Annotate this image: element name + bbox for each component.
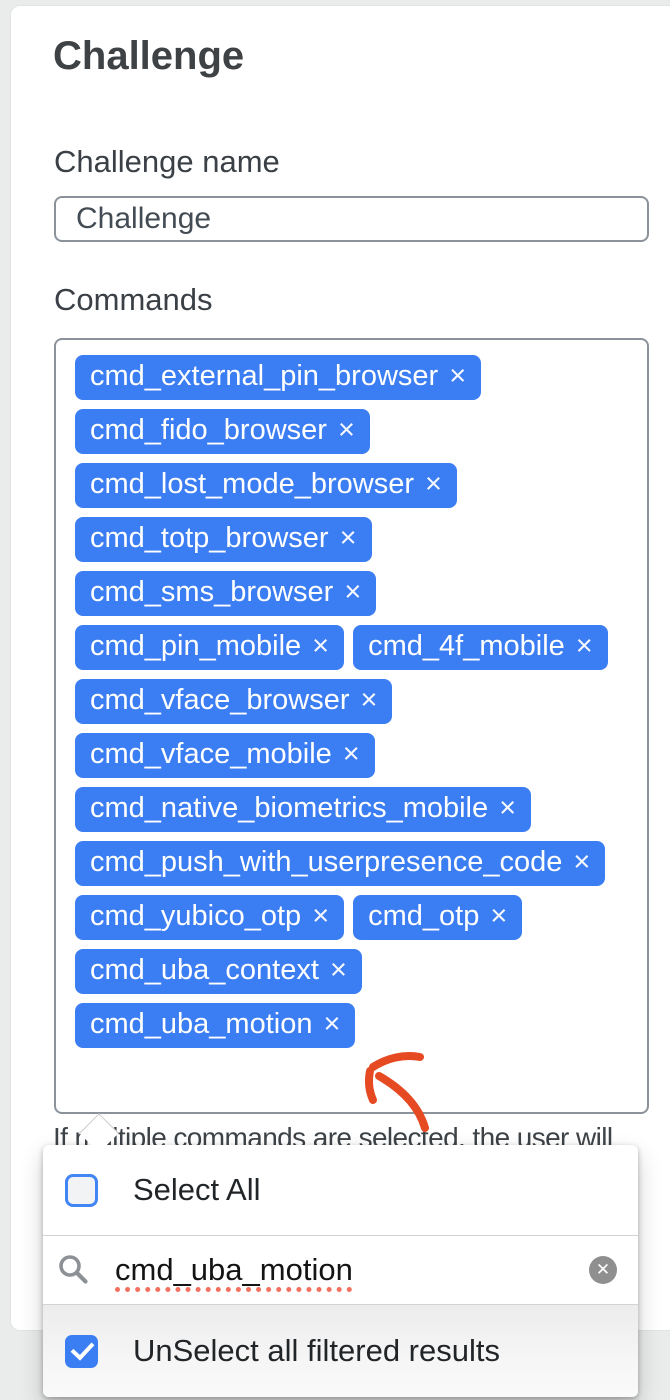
divider	[43, 1235, 638, 1236]
remove-icon[interactable]: ×	[329, 954, 347, 986]
remove-icon[interactable]: ×	[312, 630, 330, 662]
commands-multiselect[interactable]: cmd_external_pin_browser×cmd_fido_browse…	[54, 338, 649, 1114]
divider	[43, 1304, 638, 1305]
remove-icon[interactable]: ×	[449, 360, 467, 392]
command-chip-label: cmd_uba_motion	[90, 1008, 313, 1040]
command-chip[interactable]: cmd_totp_browser ×	[75, 517, 372, 562]
command-search-field[interactable]: cmd_uba_motion ✕	[43, 1236, 638, 1304]
remove-icon[interactable]: ×	[342, 738, 360, 770]
command-chip[interactable]: cmd_vface_mobile ×	[75, 733, 375, 778]
command-chip[interactable]: cmd_vface_browser ×	[75, 679, 393, 724]
commands-dropdown-panel: Select All cmd_uba_motion ✕ UnSelect all…	[43, 1145, 638, 1397]
command-chip-label: cmd_uba_context	[90, 954, 319, 986]
command-chip[interactable]: cmd_sms_browser ×	[75, 571, 377, 616]
remove-icon[interactable]: ×	[323, 1008, 341, 1040]
select-all-label: Select All	[133, 1172, 261, 1207]
remove-icon[interactable]: ×	[312, 900, 330, 932]
annotation-arrow-icon	[365, 1052, 429, 1132]
remove-icon[interactable]: ×	[490, 900, 508, 932]
command-chip[interactable]: cmd_uba_motion ×	[75, 1003, 356, 1048]
command-chip-label: cmd_totp_browser	[90, 522, 329, 554]
command-chip[interactable]: cmd_fido_browser ×	[75, 409, 370, 454]
remove-icon[interactable]: ×	[344, 576, 362, 608]
command-chip-label: cmd_sms_browser	[90, 576, 334, 608]
command-chip-label: cmd_push_with_userpresence_code	[90, 846, 563, 878]
remove-icon[interactable]: ×	[337, 414, 355, 446]
select-all-option[interactable]: Select All	[43, 1145, 638, 1235]
remove-icon[interactable]: ×	[360, 684, 378, 716]
remove-icon[interactable]: ×	[499, 792, 517, 824]
command-chip[interactable]: cmd_external_pin_browser ×	[75, 355, 482, 400]
page-title: Challenge	[53, 34, 245, 78]
command-chip[interactable]: cmd_uba_context ×	[75, 949, 362, 994]
command-chip[interactable]: cmd_yubico_otp ×	[75, 895, 345, 940]
remove-icon[interactable]: ×	[575, 630, 593, 662]
command-chip-label: cmd_4f_mobile	[368, 630, 565, 662]
command-chip-label: cmd_external_pin_browser	[90, 360, 439, 392]
command-chip-label: cmd_native_biometrics_mobile	[90, 792, 489, 824]
challenge-form-card: Challenge Challenge name Commands cmd_ex…	[10, 5, 670, 1331]
search-input[interactable]: cmd_uba_motion	[115, 1252, 353, 1287]
command-chip[interactable]: cmd_pin_mobile ×	[75, 625, 345, 670]
command-chip[interactable]: cmd_lost_mode_browser ×	[75, 463, 457, 508]
command-chip-label: cmd_otp	[368, 900, 480, 932]
remove-icon[interactable]: ×	[424, 468, 442, 500]
command-chip-label: cmd_yubico_otp	[90, 900, 302, 932]
command-chip-label: cmd_lost_mode_browser	[90, 468, 414, 500]
search-icon	[59, 1255, 88, 1284]
clear-search-icon[interactable]: ✕	[589, 1256, 617, 1284]
challenge-name-input[interactable]	[54, 196, 649, 242]
unselect-filtered-label: UnSelect all filtered results	[133, 1333, 500, 1368]
commands-label: Commands	[54, 282, 213, 317]
command-chip[interactable]: cmd_push_with_userpresence_code ×	[75, 841, 606, 886]
select-all-checkbox[interactable]	[65, 1173, 98, 1207]
command-chip-label: cmd_pin_mobile	[90, 630, 302, 662]
command-chip-label: cmd_vface_browser	[90, 684, 350, 716]
challenge-name-label: Challenge name	[54, 144, 280, 179]
remove-icon[interactable]: ×	[339, 522, 357, 554]
remove-icon[interactable]: ×	[573, 846, 591, 878]
command-chip[interactable]: cmd_otp ×	[353, 895, 523, 940]
command-chip-label: cmd_fido_browser	[90, 414, 327, 446]
command-chip[interactable]: cmd_native_biometrics_mobile ×	[75, 787, 532, 832]
command-chip-label: cmd_vface_mobile	[90, 738, 332, 770]
unselect-filtered-option[interactable]: UnSelect all filtered results	[43, 1305, 638, 1397]
unselect-filtered-checkbox[interactable]	[65, 1334, 98, 1368]
command-chip[interactable]: cmd_4f_mobile ×	[353, 625, 608, 670]
